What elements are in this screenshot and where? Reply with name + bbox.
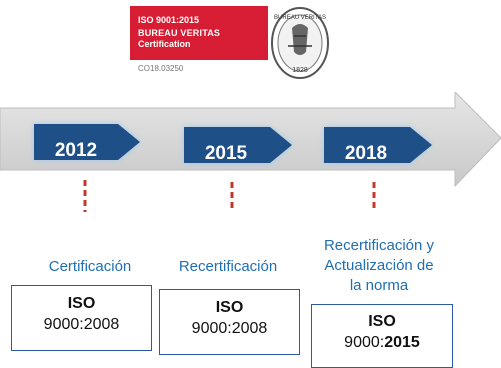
standard-version: 9000:2008	[43, 316, 120, 333]
seal-top-text: BUREAU VERITAS	[274, 15, 326, 21]
event-label-recertificacion-actualizacion: Recertificación y Actualización de la no…	[304, 236, 454, 296]
year-box-2015	[184, 127, 292, 163]
certification-badge: ISO 9001:2015 BUREAU VERITAS Certificati…	[130, 6, 334, 84]
event-label-recertificacion: Recertificación	[178, 258, 278, 275]
year-2018-label: 2018	[344, 143, 388, 164]
badge-code: CO18.03250	[138, 64, 184, 73]
standard-name: ISO	[215, 299, 244, 316]
event-label-line: Recertificación y	[323, 237, 435, 254]
bureau-veritas-seal-icon: BUREAU VERITAS 1828	[271, 7, 329, 79]
standard-version: 9000:2015	[344, 334, 420, 351]
year-2015-label: 2015	[204, 143, 248, 164]
standard-version: 9000:2008	[191, 320, 268, 337]
event-label-certificacion: Certificación	[48, 258, 132, 275]
badge-certification-text: Certification	[138, 39, 191, 49]
badge-standard-text: ISO 9001:2015	[138, 15, 200, 25]
year-2012-label: 2012	[54, 140, 98, 161]
standard-box-2018: ISO 9000:2015	[311, 304, 453, 368]
standard-box-2015: ISO 9000:2008	[159, 289, 300, 355]
timeline-arrow	[0, 92, 501, 212]
standard-name: ISO	[368, 313, 396, 330]
seal-year-text: 1828	[292, 67, 308, 74]
event-label-line: Actualización de	[324, 257, 434, 274]
year-box-2018	[324, 127, 432, 163]
badge-company-text: BUREAU VERITAS	[138, 28, 221, 38]
badge-red-panel: ISO 9001:2015 BUREAU VERITAS Certificati…	[130, 6, 268, 60]
year-box-2012	[34, 124, 140, 160]
standard-box-2012: ISO 9000:2008	[11, 285, 152, 351]
standard-name: ISO	[67, 295, 96, 312]
event-label-line: la norma	[349, 277, 409, 294]
